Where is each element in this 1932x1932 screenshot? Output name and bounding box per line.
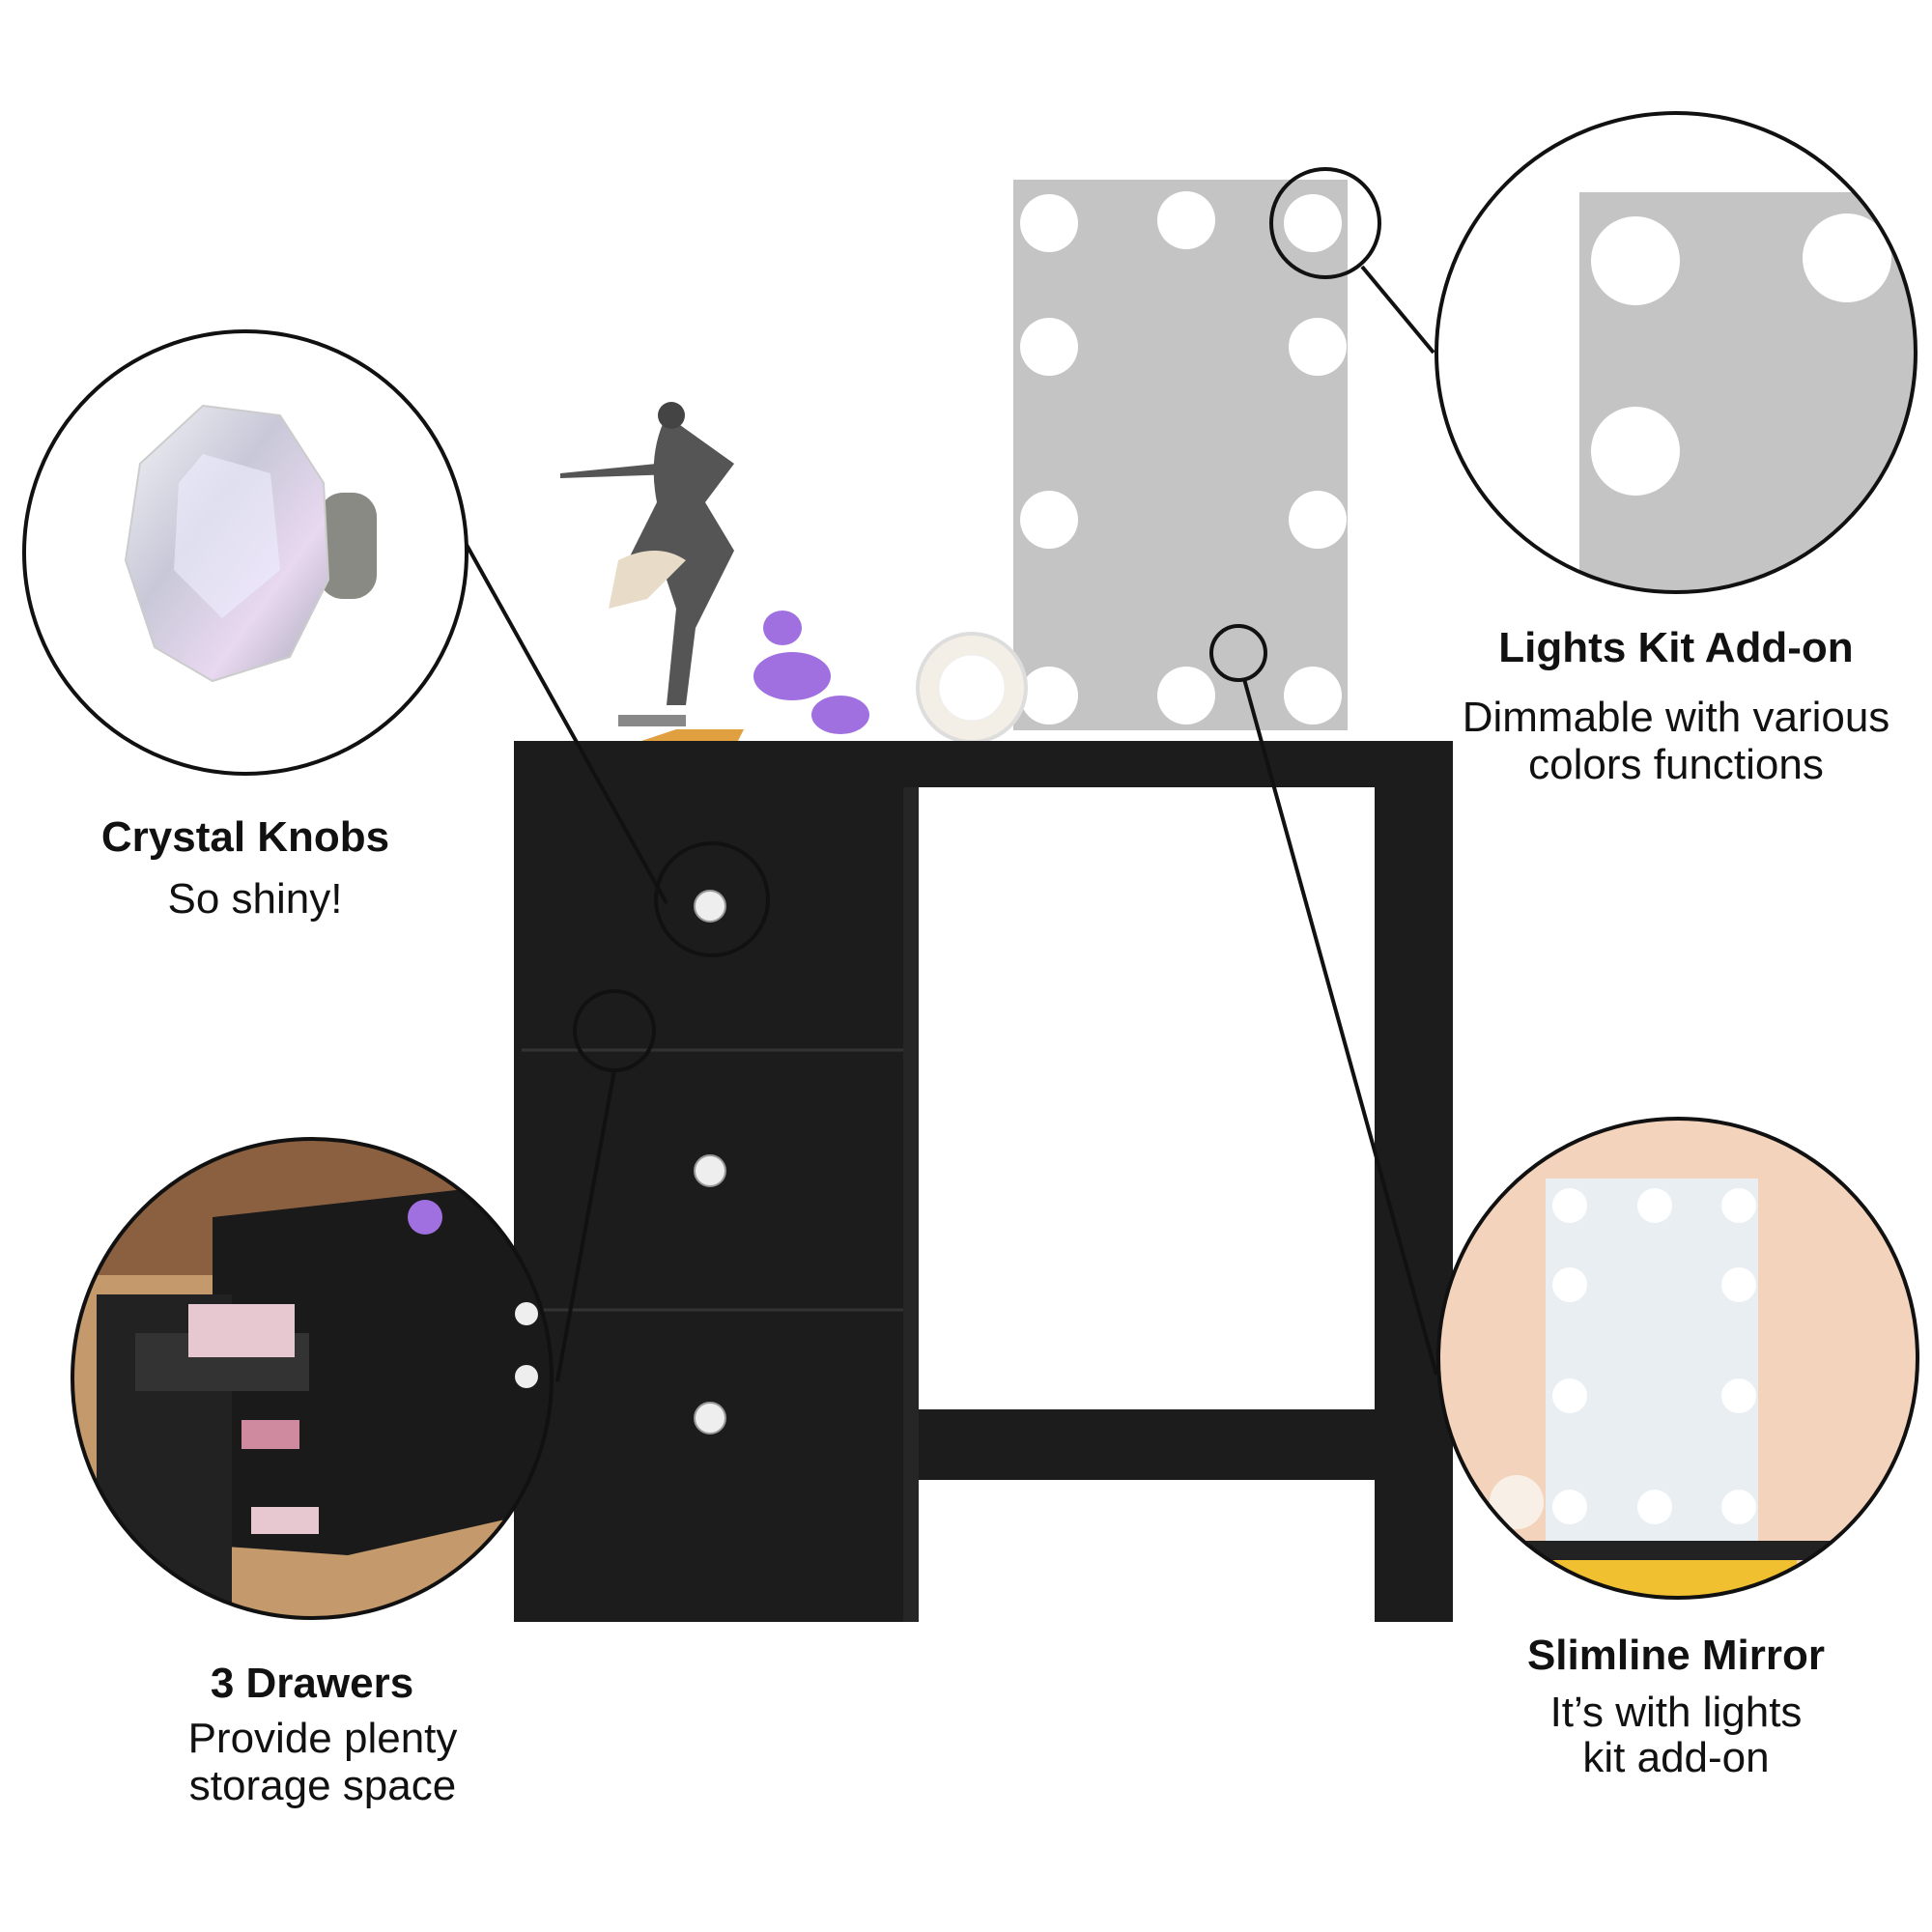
drawers-zoom	[71, 1137, 554, 1620]
mirror-bulbs	[1020, 191, 1347, 724]
drawers-desc-2: storage space	[188, 1762, 457, 1809]
drawers-title: 3 Drawers	[210, 1660, 414, 1707]
slimline-mirror-zoom	[1436, 1117, 1919, 1600]
crystal-knobs-desc: So shiny!	[167, 875, 343, 923]
lights-kit-desc-1: Dimmable with various	[1462, 694, 1890, 741]
callout-lines	[465, 167, 1438, 1382]
slimline-mirror-title: Slimline Mirror	[1526, 1632, 1826, 1679]
vanity-desk	[514, 741, 1453, 1622]
crystal-knob-zoom	[22, 329, 469, 776]
decor	[560, 402, 1028, 763]
mirror	[1013, 180, 1348, 730]
slimline-mirror-desc-1: It’s with lights	[1549, 1689, 1803, 1736]
lights-kit-title: Lights Kit Add-on	[1498, 624, 1854, 671]
slimline-mirror-desc-2: kit add-on	[1582, 1734, 1770, 1781]
drawers-desc-1: Provide plenty	[187, 1715, 458, 1762]
crystal-knobs-title: Crystal Knobs	[100, 813, 390, 861]
drawer-knobs	[694, 890, 726, 1435]
lights-kit-desc-2: colors functions	[1528, 741, 1824, 788]
lights-kit-zoom	[1435, 111, 1918, 594]
